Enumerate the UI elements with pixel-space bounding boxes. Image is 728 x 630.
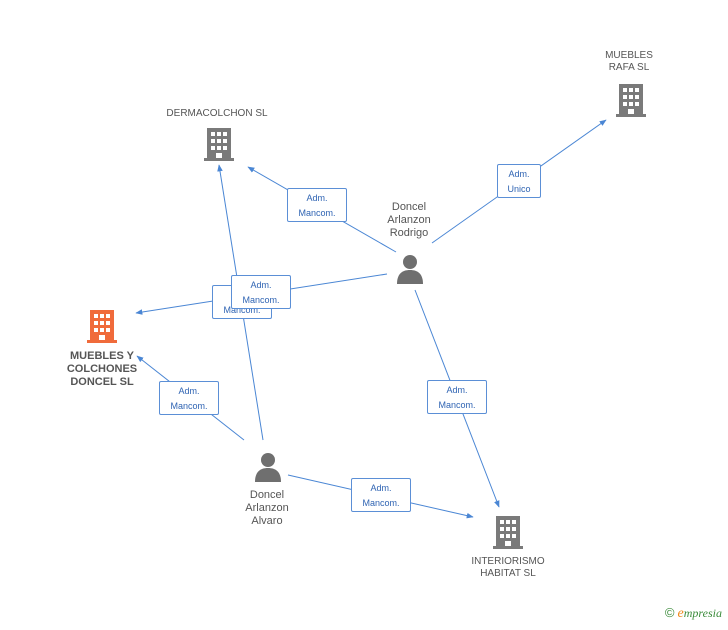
company-name-line: INTERIORISMO: [471, 556, 545, 567]
edge-label-line: Adm.: [508, 169, 530, 179]
person-icon[interactable]: [396, 254, 424, 284]
company-name-line: COLCHONES: [66, 363, 138, 375]
person-label-rodrigo: Doncel Arlanzon Rodrigo: [370, 201, 448, 240]
person-label-alvaro: Doncel Arlanzon Alvaro: [228, 489, 306, 528]
company-label-muebles-rafa: MUEBLES RAFA SL: [590, 50, 668, 74]
edge-label-line: Adm.: [178, 386, 200, 396]
company-name-line: RAFA SL: [608, 62, 650, 73]
empresia-logo: © empresia: [665, 605, 722, 622]
person-name-line: Rodrigo: [389, 227, 429, 239]
edge-label-line: Mancom.: [223, 305, 261, 315]
company-label-interiorismo: INTERIORISMO HABITAT SL: [458, 556, 558, 580]
company-name-line: HABITAT SL: [480, 568, 536, 579]
edge-label-line: Mancom.: [362, 498, 400, 508]
edge-label-alvaro-interiorismo[interactable]: Adm. Mancom.: [351, 478, 411, 512]
brand-text: mpresia: [683, 606, 722, 620]
building-icon-main[interactable]: [87, 310, 117, 343]
person-name-line: Arlanzon: [387, 214, 431, 226]
edge-label-rodrigo-rafa[interactable]: Adm. Unico: [497, 164, 541, 198]
person-name-line: Doncel: [249, 489, 285, 501]
edge-label-line: Unico: [507, 184, 531, 194]
edge-label-line: Mancom.: [242, 295, 280, 305]
company-name-line: DONCEL SL: [70, 376, 134, 388]
edge-label-rodrigo-interiorismo[interactable]: Adm. Mancom.: [427, 380, 487, 414]
building-icon[interactable]: [204, 128, 234, 161]
edge-label-line: Adm.: [370, 483, 392, 493]
person-name-line: Doncel: [391, 201, 427, 213]
building-icon[interactable]: [616, 84, 646, 117]
edge-label-rodrigo-muebles[interactable]: Adm. Mancom.: [231, 275, 291, 309]
person-icon[interactable]: [254, 452, 282, 482]
person-name-line: Alvaro: [251, 515, 283, 527]
company-label-dermacolchon: DERMACOLCHON SL: [150, 108, 284, 120]
edge-label-line: Mancom.: [438, 400, 476, 410]
edge-label-line: Adm.: [306, 193, 328, 203]
edge-label-alvaro-muebles[interactable]: Adm. Mancom.: [159, 381, 219, 415]
brand-letter: e: [677, 606, 684, 621]
edge-label-rodrigo-dermacolchon[interactable]: Adm. Mancom.: [287, 188, 347, 222]
edge-label-line: Mancom.: [170, 401, 208, 411]
company-name: DERMACOLCHON SL: [166, 108, 268, 119]
edge-label-line: Mancom.: [298, 208, 336, 218]
company-label-muebles-colchones: MUEBLES Y COLCHONES DONCEL SL: [54, 350, 150, 389]
company-name-line: MUEBLES: [605, 50, 653, 61]
building-icon[interactable]: [493, 516, 523, 549]
edge-label-line: Adm.: [250, 280, 272, 290]
copyright-icon: ©: [664, 605, 675, 620]
edge-label-line: Adm.: [446, 385, 468, 395]
person-name-line: Arlanzon: [245, 502, 289, 514]
company-name-line: MUEBLES Y: [70, 350, 134, 362]
